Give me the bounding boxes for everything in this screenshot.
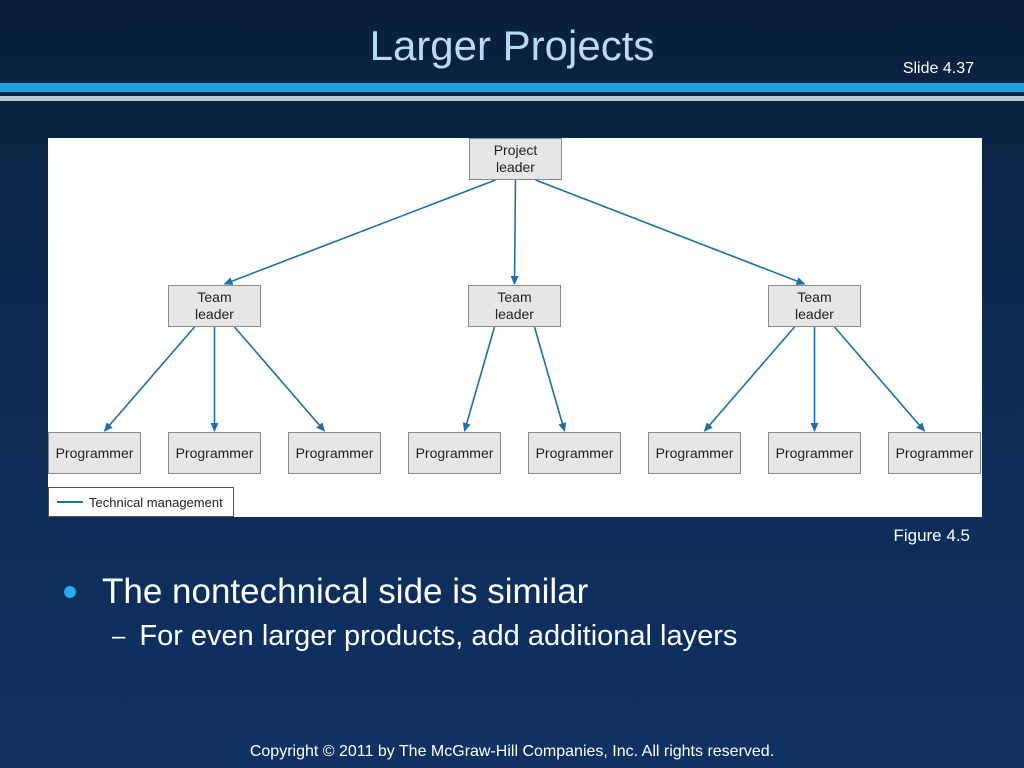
diagram-edges (103, 179, 926, 432)
bullet-dot-icon (64, 586, 76, 598)
programmer-node: Programmer (288, 432, 381, 474)
edge-team_leader_3-to-programmer_6 (703, 326, 796, 432)
bullet-list: The nontechnical side is similar – For e… (64, 572, 737, 653)
programmer-node: Programmer (648, 432, 741, 474)
programmer-node: Programmer (768, 432, 861, 474)
legend-label: Technical management (89, 494, 223, 510)
edge-project_leader-to-team_leader_3 (535, 179, 806, 285)
programmer-node: Programmer (528, 432, 621, 474)
legend-line-swatch (57, 501, 83, 503)
header-rule-gray (0, 96, 1024, 101)
bullet-item-level-1: The nontechnical side is similar (64, 572, 737, 612)
bullet-dash-icon: – (112, 622, 126, 650)
programmer-node: Programmer (168, 432, 261, 474)
team-leader-node: Team leader (168, 285, 261, 327)
org-chart-diagram: Project leader Team leader Team leader T… (48, 138, 982, 517)
programmer-node: Programmer (48, 432, 141, 474)
bullet-item-level-2: – For even larger products, add addition… (112, 620, 737, 653)
slide-title: Larger Projects (369, 22, 655, 69)
edge-team_leader_3-to-programmer_8 (833, 326, 926, 432)
edge-team_leader_1-to-programmer_1 (103, 326, 196, 432)
copyright-footer: Copyright © 2011 by The McGraw-Hill Comp… (249, 743, 775, 760)
slide-number: Slide 4.37 (902, 60, 974, 77)
sub-bullet-text: For even larger products, add additional… (139, 620, 738, 652)
programmer-node: Programmer (888, 432, 981, 474)
programmer-node: Programmer (408, 432, 501, 474)
edge-project_leader-to-team_leader_1 (223, 179, 496, 285)
edge-team_leader_2-to-programmer_5 (533, 326, 567, 432)
edge-team_leader_2-to-programmer_4 (462, 326, 496, 432)
figure-label: Figure 4.5 (893, 526, 970, 545)
project-leader-node: Project leader (469, 138, 562, 180)
bullet-text: The nontechnical side is similar (102, 572, 589, 611)
diagram-legend: Technical management (48, 487, 234, 517)
edge-team_leader_1-to-programmer_3 (233, 326, 326, 432)
team-leader-node: Team leader (768, 285, 861, 327)
team-leader-node: Team leader (468, 285, 561, 327)
edge-project_leader-to-team_leader_2 (510, 179, 519, 285)
header-rule-blue (0, 83, 1024, 92)
